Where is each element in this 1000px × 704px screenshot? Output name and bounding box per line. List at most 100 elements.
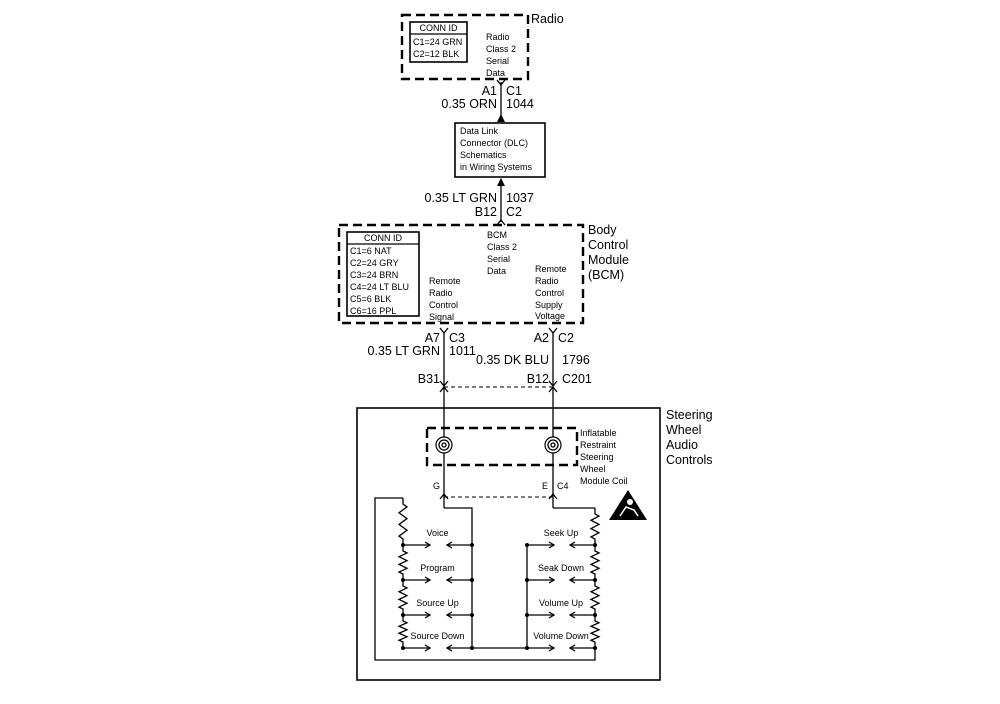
resistor [589,508,601,545]
radio-module: Radio CONN ID C1=24 GRN C2=12 BLK Radio … [400,12,564,81]
resistor [589,580,601,615]
radio-text: Data [486,68,505,78]
swac-label: Wheel [666,423,701,437]
connector-label: C4 [557,481,569,491]
switch-label: Program [420,563,455,573]
connector-label: C2 [558,331,574,345]
switch-seek-up: Seek Up [525,528,597,549]
switch-source-down: Source Down [401,631,474,652]
coil-label: Module Coil [580,476,628,486]
switch-label: Source Up [416,598,459,608]
switch-volume-down: Volume Down [525,631,597,652]
conn-id-row: C5=6 BLK [350,294,391,304]
switch-label: Volume Up [539,598,583,608]
wire-color-label: 0.35 LT GRN [425,191,498,205]
switch-voice: Voice [401,528,474,549]
pin-label: A1 [482,84,497,98]
bcm-label: Body [588,223,617,237]
resistor [397,615,409,648]
coil-icon [544,436,562,454]
conn-id-row: C1=24 GRN [413,37,462,47]
radio-label: Radio [531,12,564,26]
wire-color-label: 0.35 ORN [441,97,497,111]
dlc-text: Schematics [460,150,507,160]
pin-label: B31 [418,372,440,386]
pin-label: A7 [425,331,440,345]
dlc-text: in Wiring Systems [460,162,533,172]
conn-id-row: C3=24 BRN [350,270,398,280]
switch-source-up: Source Up [401,598,474,619]
connector-label: C201 [562,372,592,386]
bcm-label: (BCM) [588,268,624,282]
wire-color-label: 0.35 LT GRN [368,344,441,358]
resistor [589,545,601,580]
circuit-number: 1044 [506,97,534,111]
conn-id-row: C1=6 NAT [350,246,392,256]
radio-text: Radio [486,32,510,42]
bcm-text: Radio [535,276,559,286]
wire-1796: A2 C2 0.35 DK BLU 1796 B12 C201 [476,327,592,445]
bcm-text: Remote [429,276,461,286]
bcm-text: Remote [535,264,567,274]
dlc-text: Connector (DLC) [460,138,528,148]
resistor [397,580,409,615]
bcm-text: Control [429,300,458,310]
bcm-module: Body Control Module (BCM) CONN ID C1=6 N… [337,223,629,325]
dlc-text: Data Link [460,126,499,136]
circuit-number: 1037 [506,191,534,205]
wire-1044: A1 C1 0.35 ORN 1044 [441,79,534,122]
bcm-label: Module [588,253,629,267]
wire-1011: A7 C3 0.35 LT GRN 1011 B31 [368,327,476,445]
coil-label: Steering [580,452,614,462]
conn-id-row: C2=24 GRY [350,258,399,268]
bcm-text: Voltage [535,311,565,321]
swac-label: Controls [666,453,713,467]
circuit-number: 1796 [562,353,590,367]
dlc-box: Data Link Connector (DLC) Schematics in … [454,122,546,178]
swac-label: Steering [666,408,713,422]
radio-text: Serial [486,56,509,66]
bcm-text: BCM [487,230,507,240]
bcm-text: Signal [429,312,454,322]
resistor [397,498,409,545]
bcm-text: Serial [487,254,510,264]
coil-label: Wheel [580,464,606,474]
switch-label: Source Down [410,631,464,641]
pin-label: B12 [475,205,497,219]
steering-wheel-audio-controls: Steering Wheel Audio Controls Inflatable… [356,407,713,681]
bcm-text: Control [535,288,564,298]
wire-color-label: 0.35 DK BLU [476,353,549,367]
switch-label: Seek Up [544,528,579,538]
conn-id-title: CONN ID [420,23,459,33]
pin-label: E [542,481,548,491]
coil-icon [435,436,453,454]
resistor [397,545,409,580]
conn-id-row: C4=24 LT BLU [350,282,409,292]
airbag-warning-icon [609,490,647,520]
conn-id-row: C6=16 PPL [350,306,396,316]
bcm-conn-id-table [346,231,420,317]
bcm-text: Radio [429,288,453,298]
resistor [589,615,601,648]
conn-id-row: C2=12 BLK [413,49,459,59]
coil-label: Restraint [580,440,617,450]
switch-label: Seak Down [538,563,584,573]
circuit-number: 1011 [449,344,476,358]
connector-label: C1 [506,84,522,98]
bcm-text: Supply [535,300,563,310]
connector-label: C2 [506,205,522,219]
bcm-label: Control [588,238,628,252]
pin-label: A2 [534,331,549,345]
pin-label: G [433,481,440,491]
bcm-text: Data [487,266,506,276]
radio-conn-id-table [409,21,468,63]
switch-volume-up: Volume Up [525,598,597,619]
radio-text: Class 2 [486,44,516,54]
wire-1037: 0.35 LT GRN 1037 B12 C2 [425,178,534,226]
coil-label: Inflatable [580,428,617,438]
switch-label: Voice [426,528,448,538]
connector-label: C3 [449,331,465,345]
conn-id-title: CONN ID [364,233,403,243]
swac-label: Audio [666,438,698,452]
